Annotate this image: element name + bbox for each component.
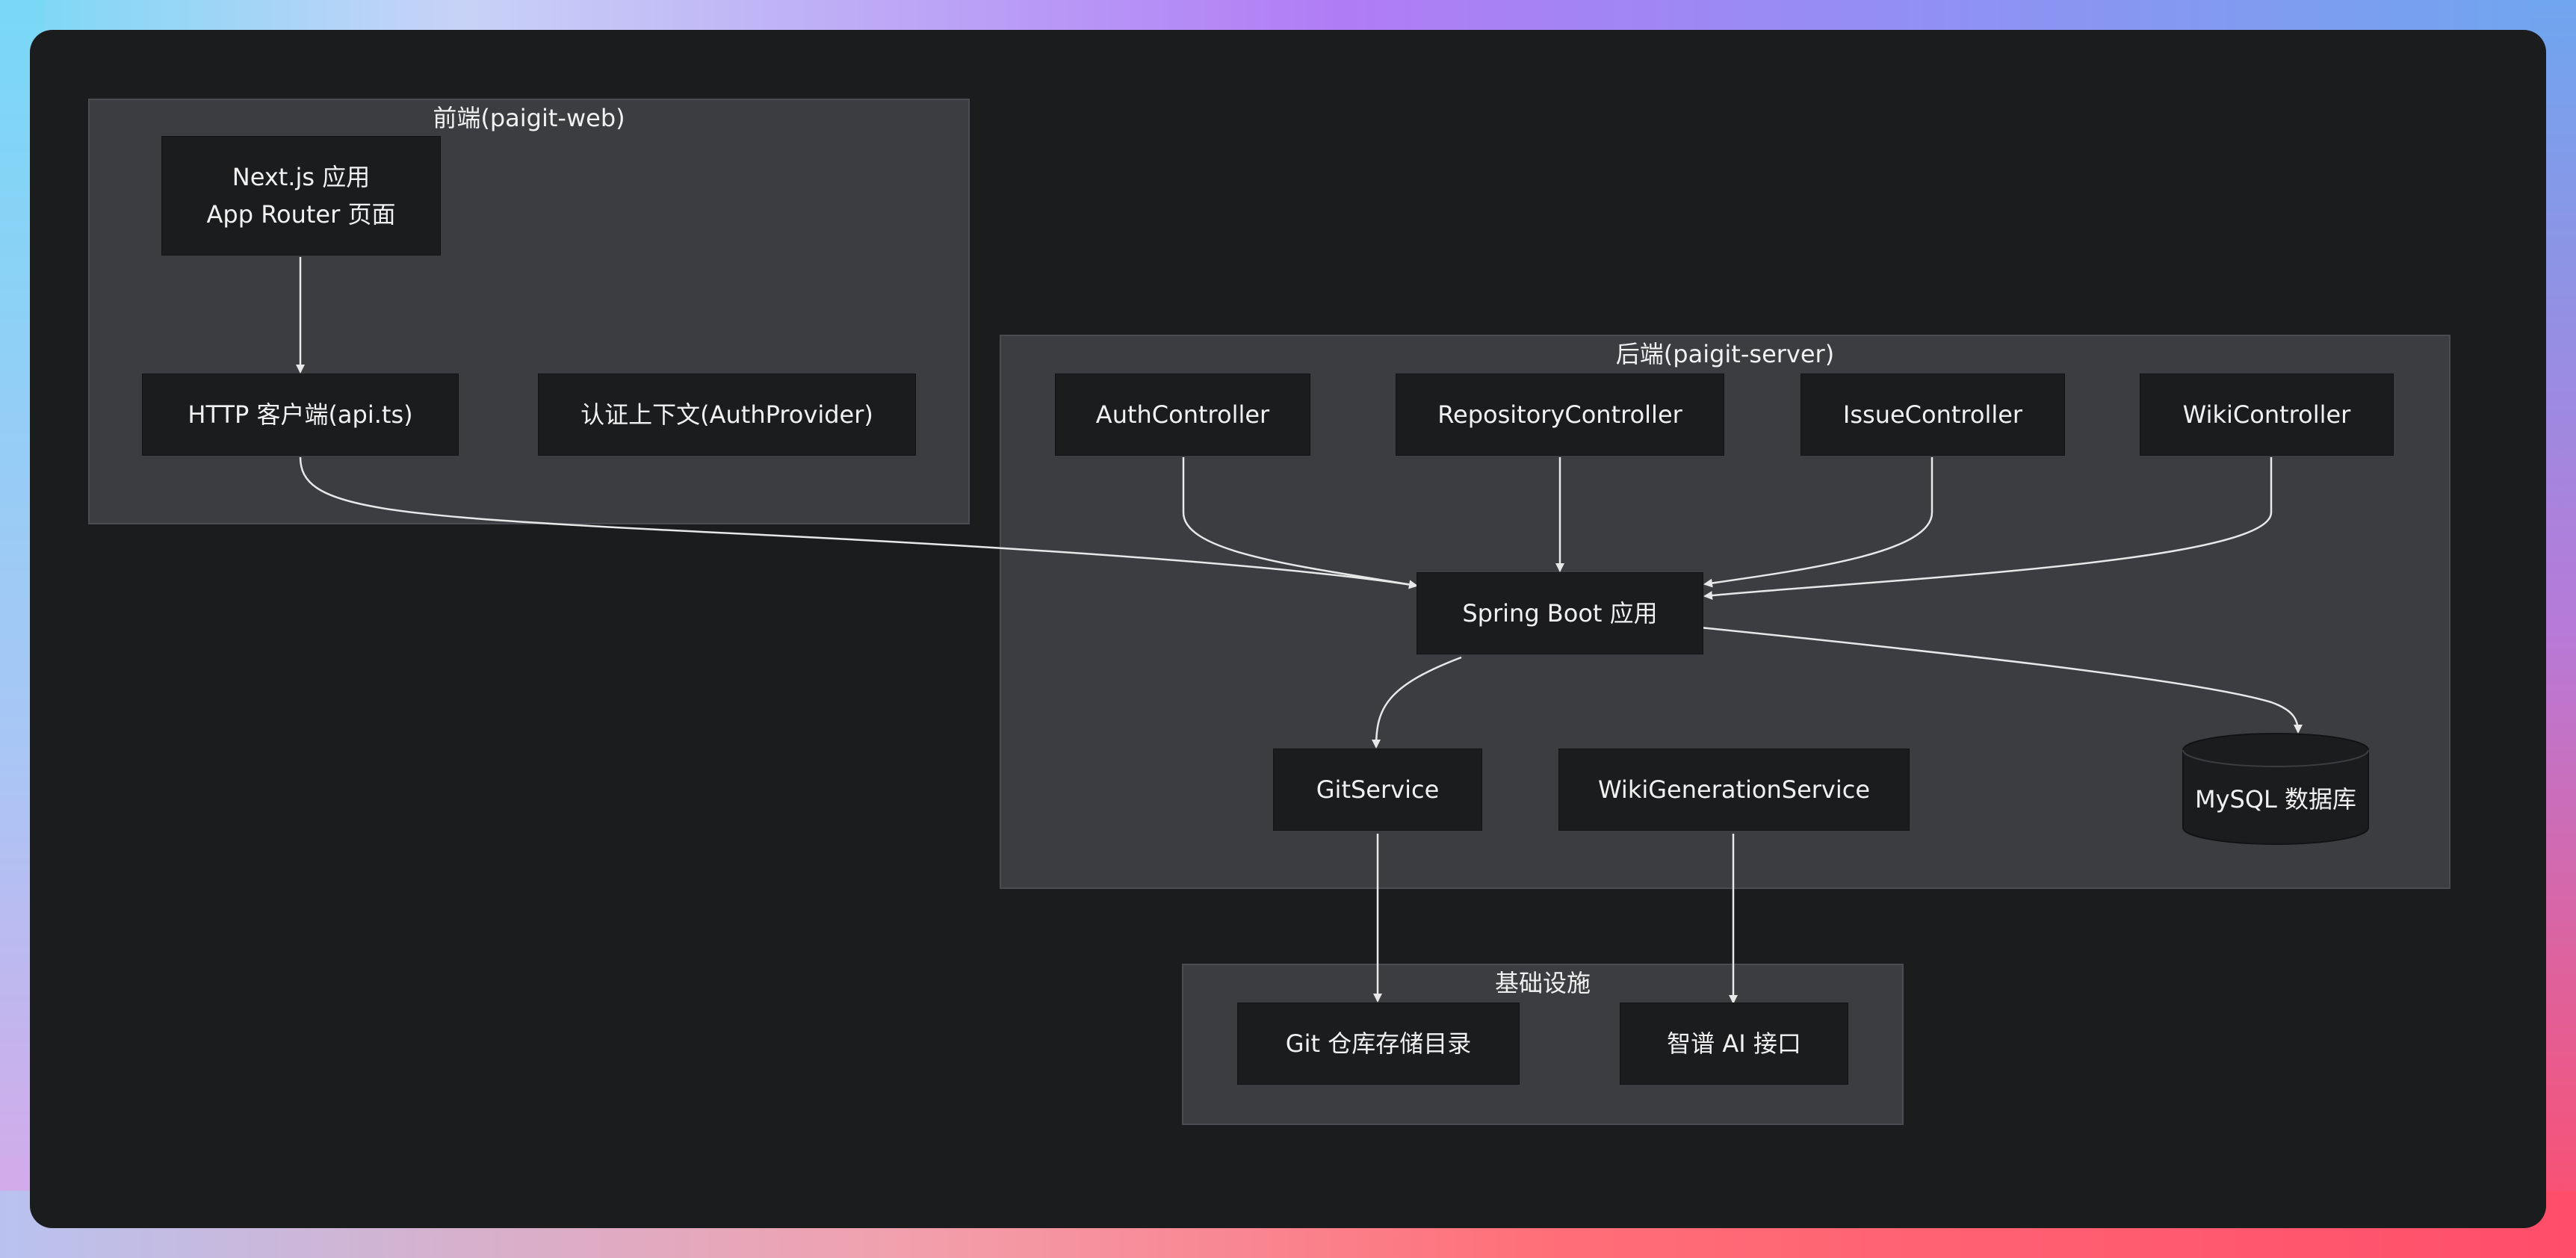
nextjs-app-node[interactable]: Next.js 应用 App Router 页面 (161, 136, 441, 255)
edge-auth-controller-to-spring-boot (1182, 457, 1418, 589)
edge-http-client-to-spring-boot (299, 456, 1418, 589)
zhipu-ai-label: 智谱 AI 接口 (1667, 1029, 1801, 1058)
diagram-edges (296, 257, 2303, 1004)
wiki-generation-service-label: WikiGenerationService (1597, 775, 1871, 804)
http-client-label: HTTP 客户端(api.ts) (188, 400, 413, 429)
mysql-database-node[interactable]: MySQL 数据库 (2180, 732, 2371, 849)
spring-boot-app-node[interactable]: Spring Boot 应用 (1417, 572, 1703, 654)
mysql-database-label: MySQL 数据库 (2194, 785, 2357, 814)
wiki-controller-node[interactable]: WikiController (2140, 374, 2394, 456)
frontend-cluster-title: 前端(paigit-web) (433, 104, 625, 132)
git-service-node[interactable]: GitService (1273, 749, 1482, 831)
nextjs-app-label-line2: App Router 页面 (206, 200, 396, 229)
git-service-label: GitService (1316, 775, 1440, 804)
http-client-node[interactable]: HTTP 客户端(api.ts) (142, 374, 459, 456)
git-storage-label: Git 仓库存储目录 (1285, 1029, 1472, 1058)
wiki-generation-service-node[interactable]: WikiGenerationService (1558, 749, 1910, 831)
wiki-controller-label: WikiController (2182, 400, 2351, 429)
auth-provider-node[interactable]: 认证上下文(AuthProvider) (538, 374, 916, 456)
nextjs-app-label-line1: Next.js 应用 (232, 163, 371, 191)
backend-cluster-title: 后端(paigit-server) (1615, 340, 1835, 368)
issue-controller-node[interactable]: IssueController (1801, 374, 2065, 456)
edge-spring-boot-to-git-service (1372, 656, 1462, 749)
diagram-canvas: 前端(paigit-web) 后端(paigit-server) 基础设施 Ne… (30, 30, 2546, 1228)
edge-issue-controller-to-spring-boot (1703, 457, 1933, 588)
repository-controller-label: RepositoryController (1437, 400, 1682, 429)
database-cylinder-icon (2182, 733, 2369, 845)
repository-controller-node[interactable]: RepositoryController (1396, 374, 1724, 456)
issue-controller-label: IssueController (1842, 400, 2023, 429)
auth-provider-label: 认证上下文(AuthProvider) (580, 400, 873, 429)
infra-cluster-title: 基础设施 (1494, 969, 1591, 997)
auth-controller-node[interactable]: AuthController (1055, 374, 1310, 456)
edge-spring-boot-to-mysql (1700, 626, 2303, 734)
auth-controller-label: AuthController (1095, 400, 1270, 429)
edge-wiki-controller-to-spring-boot (1703, 457, 2273, 601)
git-storage-node[interactable]: Git 仓库存储目录 (1237, 1003, 1520, 1085)
spring-boot-app-label: Spring Boot 应用 (1462, 599, 1658, 628)
zhipu-ai-node[interactable]: 智谱 AI 接口 (1620, 1003, 1848, 1085)
